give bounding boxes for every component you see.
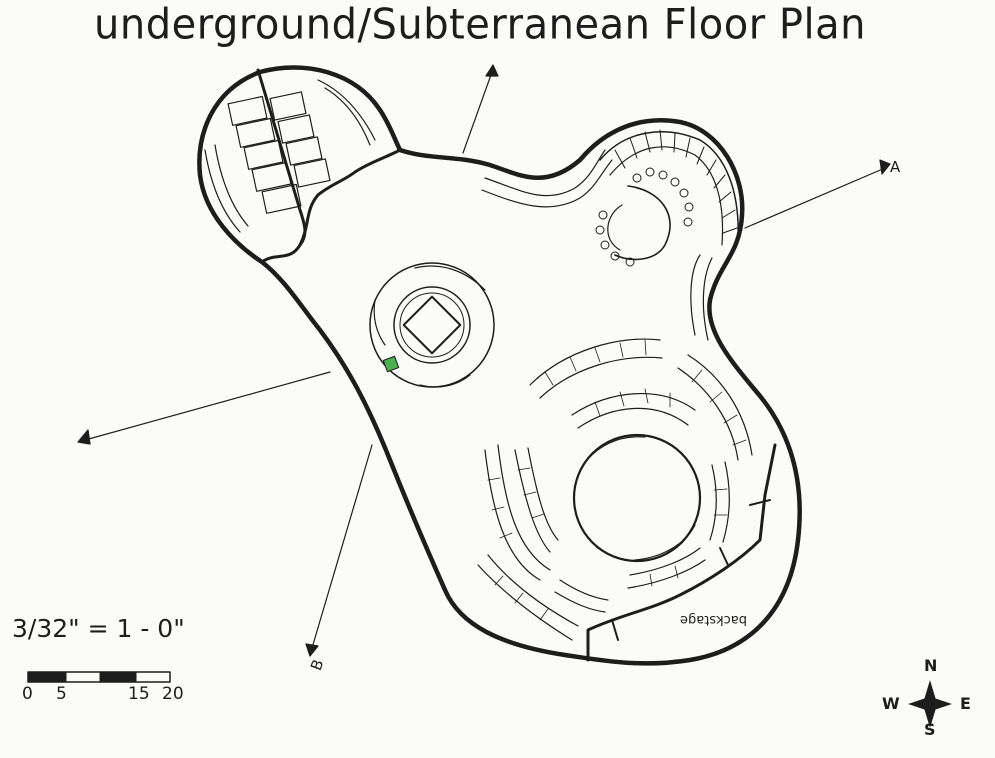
outer-wall	[197, 65, 802, 666]
scale-label: 3/32" = 1 - 0"	[12, 614, 185, 643]
scale-ticks: 0 5 15 20	[22, 684, 192, 708]
restroom-stalls	[227, 91, 331, 214]
compass-south: S	[924, 720, 936, 739]
scale-tick: 20	[162, 684, 184, 704]
compass-west: W	[882, 694, 900, 713]
section-a-label: A	[890, 158, 901, 176]
auditorium-seating	[477, 338, 753, 641]
page-title: underground/Subterranean Floor Plan	[94, 0, 866, 50]
restroom-wall	[256, 68, 307, 247]
backstage-wall	[586, 443, 777, 662]
compass-east: E	[960, 694, 971, 713]
green-marker	[382, 355, 400, 373]
central-elevator	[402, 295, 462, 355]
compass-rose	[908, 680, 952, 728]
scale-tick: 15	[128, 684, 150, 704]
scale-tick: 0	[22, 684, 33, 704]
backstage-label: backstage	[680, 612, 747, 627]
restroom-wall	[316, 148, 402, 197]
section-line-b	[305, 64, 499, 657]
scale-tick: 5	[56, 684, 67, 704]
section-line-a	[77, 159, 891, 445]
scale-bar	[27, 671, 171, 683]
stage	[572, 433, 702, 563]
compass-north: N	[924, 656, 938, 675]
restroom-wall	[260, 193, 320, 264]
chairs	[595, 167, 694, 267]
